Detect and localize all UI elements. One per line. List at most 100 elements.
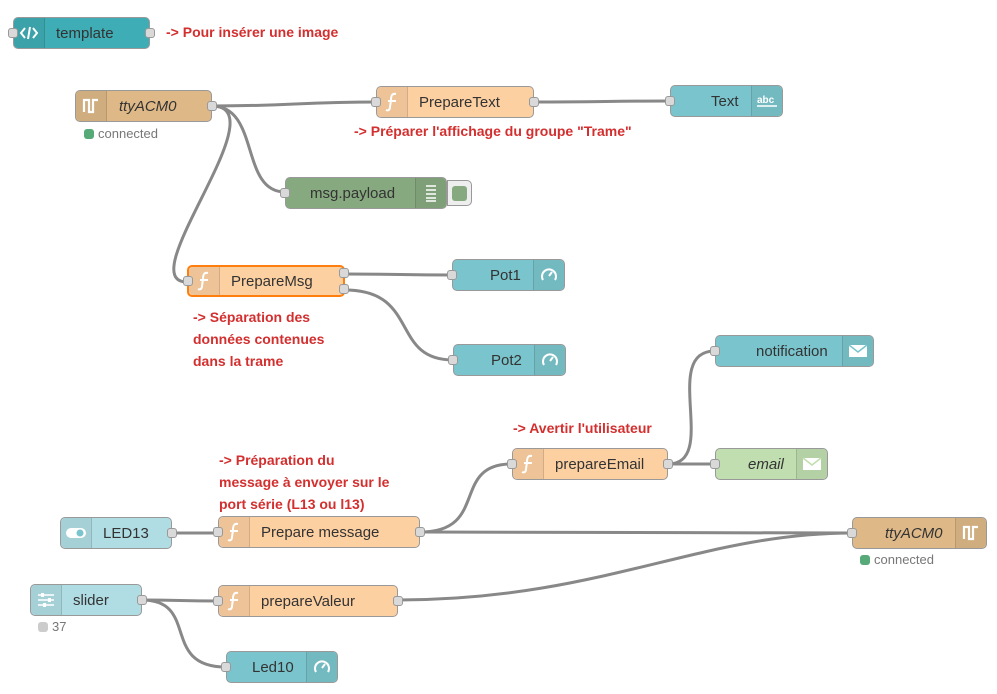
template-node[interactable]: template	[8, 17, 155, 49]
serial-out-status-text: connected	[874, 552, 934, 567]
prepareemail-output-port[interactable]	[663, 459, 673, 469]
text-node[interactable]: Text abc	[665, 85, 783, 117]
preparevaleur-node[interactable]: prepareValeur	[213, 585, 403, 617]
wire-preparevaleur-to-serialout	[397, 531, 853, 602]
led13-output-port[interactable]	[167, 528, 177, 538]
preparevaleur-input-port[interactable]	[213, 596, 223, 606]
wire-serial-to-preparetext	[211, 100, 379, 108]
wire-prepareemail-to-notification	[667, 349, 716, 466]
pot2-label: Pot2	[491, 351, 522, 369]
function-icon	[219, 517, 250, 547]
preparemsg-output-port-1[interactable]	[339, 268, 349, 278]
note-line: -> Préparation du	[219, 452, 335, 468]
slider-output-port[interactable]	[137, 595, 147, 605]
serial-in-label: ttyACM0	[119, 97, 177, 115]
notification-input-port[interactable]	[710, 346, 720, 356]
preparetext-node[interactable]: PrepareText	[371, 86, 539, 118]
debug-node[interactable]: msg.payload	[280, 177, 447, 209]
slider-icon	[31, 585, 62, 615]
preparetext-output-port[interactable]	[529, 97, 539, 107]
serial-out-input-port[interactable]	[847, 528, 857, 538]
template-output-port[interactable]	[145, 28, 155, 38]
led10-label: Led10	[252, 658, 294, 676]
template-input-port[interactable]	[8, 28, 18, 38]
preparemsg-label: PrepareMsg	[231, 272, 313, 290]
function-icon	[189, 267, 220, 295]
text-abc-icon: abc	[751, 86, 782, 116]
status-dot-icon	[860, 554, 870, 565]
preparetext-label: PrepareText	[419, 93, 500, 111]
prepareemail-label: prepareEmail	[555, 455, 645, 473]
text-input-port[interactable]	[665, 96, 675, 106]
wire-preparetext-to-text	[533, 99, 671, 104]
status-dot-icon	[84, 128, 94, 139]
serial-in-status: connected	[84, 126, 158, 141]
wire-preparemessage-to-prepareemail	[419, 462, 513, 534]
led10-input-port[interactable]	[221, 662, 231, 672]
debug-input-port[interactable]	[280, 188, 290, 198]
switch-icon	[61, 518, 92, 548]
serial-out-label: ttyACM0	[885, 524, 943, 542]
note-preparemsg: -> Séparation des données contenues dans…	[193, 306, 324, 372]
note-line: port série (L13 ou l13)	[219, 496, 365, 512]
pot1-node[interactable]: Pot1	[447, 259, 565, 291]
note-template: -> Pour insérer une image	[166, 24, 339, 40]
slider-node[interactable]: slider	[30, 584, 147, 616]
serial-out-status: connected	[860, 552, 934, 567]
note-preparemessage: -> Préparation du message à envoyer sur …	[219, 449, 389, 515]
note-line: données contenues	[193, 331, 325, 347]
slider-status-text: 37	[52, 619, 67, 634]
note-preparetext: -> Préparer l'affichage du groupe "Trame…	[354, 123, 632, 139]
pot1-label: Pot1	[490, 266, 521, 284]
note-line: -> Séparation des	[193, 309, 311, 325]
envelope-icon	[842, 336, 873, 366]
preparemessage-output-port[interactable]	[415, 527, 425, 537]
envelope-icon	[796, 449, 827, 479]
note-line: dans la trame	[193, 353, 284, 369]
preparemessage-node[interactable]: Prepare message	[213, 516, 425, 548]
debug-label: msg.payload	[310, 184, 396, 202]
pot1-input-port[interactable]	[447, 270, 457, 280]
email-label: email	[748, 455, 784, 473]
svg-text:abc: abc	[757, 95, 775, 106]
led13-label: LED13	[103, 524, 149, 542]
preparevaleur-label: prepareValeur	[261, 592, 355, 610]
led13-node[interactable]: LED13	[60, 517, 177, 549]
debug-toggle-button[interactable]	[447, 180, 472, 206]
template-label: template	[56, 24, 114, 42]
notification-node[interactable]: notification	[710, 335, 874, 367]
code-icon	[14, 18, 45, 48]
serial-icon	[76, 91, 107, 121]
prepareemail-input-port[interactable]	[507, 459, 517, 469]
preparemsg-node[interactable]: PrepareMsg	[183, 265, 349, 297]
email-input-port[interactable]	[710, 459, 720, 469]
preparetext-input-port[interactable]	[371, 97, 381, 107]
serial-in-output-port[interactable]	[207, 101, 217, 111]
gauge-icon	[534, 345, 565, 375]
pot2-input-port[interactable]	[448, 355, 458, 365]
serial-in-node[interactable]: ttyACM0	[75, 90, 217, 122]
email-node[interactable]: email	[710, 448, 828, 480]
led10-node[interactable]: Led10	[221, 651, 338, 683]
gauge-icon	[306, 652, 337, 682]
function-icon	[377, 87, 408, 117]
preparemsg-input-port[interactable]	[183, 276, 193, 286]
serial-out-node[interactable]: ttyACM0	[847, 517, 987, 549]
serial-icon	[955, 518, 986, 548]
notification-label: notification	[756, 342, 828, 360]
gauge-icon	[533, 260, 564, 290]
slider-status: 37	[38, 619, 66, 634]
preparemsg-output-port-2[interactable]	[339, 284, 349, 294]
debug-list-icon	[415, 178, 446, 208]
preparemessage-input-port[interactable]	[213, 527, 223, 537]
status-dot-icon	[38, 621, 48, 632]
wire-preparemsg-to-pot2	[344, 288, 454, 362]
prepareemail-node[interactable]: prepareEmail	[507, 448, 673, 480]
preparevaleur-output-port[interactable]	[393, 596, 403, 606]
pot2-node[interactable]: Pot2	[448, 344, 566, 376]
wire-slider-to-led10	[141, 598, 227, 669]
note-line: message à envoyer sur le	[219, 474, 390, 490]
function-icon	[513, 449, 544, 479]
wire-serial-to-preparemsg	[172, 104, 232, 284]
